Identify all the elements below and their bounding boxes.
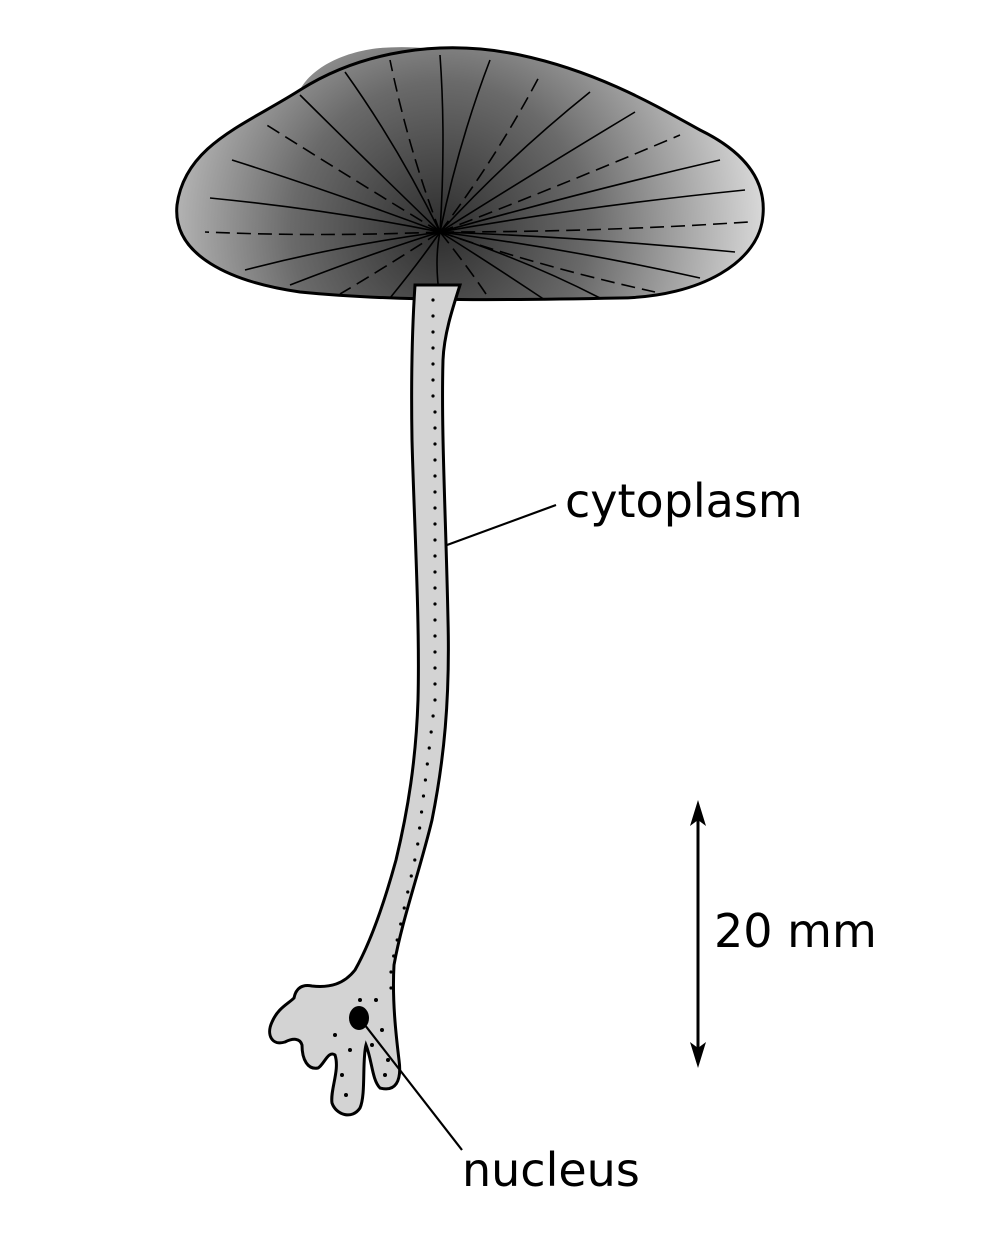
- cap-radial-line: [439, 74, 541, 233]
- cytoplasm-granule: [389, 986, 393, 990]
- cytoplasm-granule: [418, 826, 422, 830]
- cap-radial-line: [261, 121, 441, 233]
- cytoplasm-granule: [433, 586, 437, 590]
- cytoplasm-granule: [427, 746, 431, 750]
- cytoplasm-granule: [433, 538, 437, 542]
- cap-radial-lines: [204, 54, 749, 301]
- cap-radial-line: [389, 231, 441, 299]
- cap-radial-line: [439, 231, 736, 253]
- cytoplasm-granule: [433, 442, 437, 446]
- cytoplasm-granule: [433, 474, 437, 478]
- cap-radial-line: [439, 159, 721, 233]
- cytoplasm-granule: [433, 458, 437, 462]
- cytoplasm-granule: [431, 314, 435, 318]
- cap-radial-line: [439, 59, 491, 233]
- cytoplasm-granule: [416, 842, 420, 846]
- cytoplasm-granule: [433, 490, 437, 494]
- cytoplasm-granule: [433, 698, 437, 702]
- cytoplasm-granule: [431, 298, 435, 302]
- cap-radial-line: [439, 231, 491, 301]
- scale-bar: 20 mm: [690, 800, 877, 1068]
- cytoplasm-label: cytoplasm: [565, 474, 803, 528]
- cap-radial-line: [439, 231, 701, 279]
- cytoplasm-granule: [431, 362, 435, 366]
- cap-radial-line: [339, 231, 441, 295]
- stalk: [268, 283, 463, 1117]
- cap-radial-line: [439, 221, 749, 233]
- cytoplasm-granule: [380, 1028, 384, 1032]
- cap-radial-line: [209, 197, 441, 233]
- cap: [175, 46, 765, 302]
- nucleus-leader-line: [360, 1019, 463, 1151]
- cap-radial-line: [389, 59, 441, 233]
- cap-radial-line: [439, 134, 681, 233]
- cytoplasm-granule: [433, 618, 437, 622]
- cap-radial-line: [289, 231, 441, 286]
- scale-label: 20 mm: [714, 904, 877, 958]
- cytoplasm-granule: [433, 666, 437, 670]
- cytoplasm-granule: [370, 1043, 374, 1047]
- cap-radial-line: [439, 231, 601, 299]
- cytoplasm-granule: [340, 1073, 344, 1077]
- cytoplasm-granule: [348, 1048, 352, 1052]
- cytoplasm-granule: [433, 634, 437, 638]
- cytoplasm-granule: [431, 330, 435, 334]
- cytoplasm-granule: [386, 1058, 390, 1062]
- cytoplasm-granule: [421, 794, 426, 798]
- cap-radial-line: [439, 111, 636, 233]
- cap-radial-line: [231, 159, 441, 233]
- cytoplasm-granule: [433, 682, 437, 686]
- cytoplasm-granule: [431, 378, 435, 382]
- cytoplasm-granule: [333, 1033, 337, 1037]
- cytoplasm-granule: [383, 1073, 387, 1077]
- cytoplasm-granule: [358, 998, 362, 1002]
- cytoplasm-granule: [392, 954, 396, 958]
- cytoplasm-granule: [433, 506, 437, 510]
- scale-arrow-up-icon: [690, 800, 706, 826]
- cap-radial-line: [439, 231, 546, 301]
- cytoplasm-granule: [419, 810, 424, 814]
- cytoplasm-granule: [433, 522, 437, 526]
- cap-radial-line: [204, 231, 441, 236]
- cytoplasm-granule: [423, 778, 427, 782]
- cap-radial-line: [439, 189, 746, 233]
- cap-radial-line: [244, 231, 441, 271]
- cap-radial-line: [439, 54, 444, 233]
- cytoplasm-granule: [433, 554, 437, 558]
- stalk-outline: [268, 283, 463, 1117]
- cytoplasm-granule: [399, 922, 403, 926]
- cytoplasm-granule: [374, 998, 378, 1002]
- cytoplasm-granule: [429, 730, 433, 734]
- cytoplasm-granule: [431, 346, 435, 350]
- cap-radial-line: [299, 94, 441, 233]
- cytoplasm-granule: [433, 650, 437, 654]
- cytoplasm-granule: [409, 874, 413, 878]
- cytoplasm-granule: [413, 858, 417, 862]
- nucleus-label: nucleus: [462, 1143, 640, 1197]
- cytoplasm-granule: [431, 394, 435, 398]
- cytoplasm-granule: [433, 410, 437, 414]
- cytoplasm-granule: [395, 938, 399, 942]
- cytoplasm-granule: [431, 714, 435, 718]
- cap-radial-line: [344, 71, 441, 233]
- cap-radial-line: [439, 91, 591, 233]
- scale-arrow-down-icon: [690, 1042, 706, 1068]
- cytoplasm-granule: [433, 426, 437, 430]
- cytoplasm-granule: [433, 602, 437, 606]
- cytoplasm-granules: [333, 298, 437, 1097]
- cytoplasm-granule: [425, 762, 429, 766]
- cytoplasm-leader-line: [446, 503, 557, 547]
- cytoplasm-granule: [402, 906, 406, 910]
- cytoplasm-granule: [344, 1093, 348, 1097]
- cytoplasm-granule: [389, 970, 393, 974]
- cytoplasm-granule: [433, 570, 437, 574]
- cytoplasm-granule: [406, 890, 410, 894]
